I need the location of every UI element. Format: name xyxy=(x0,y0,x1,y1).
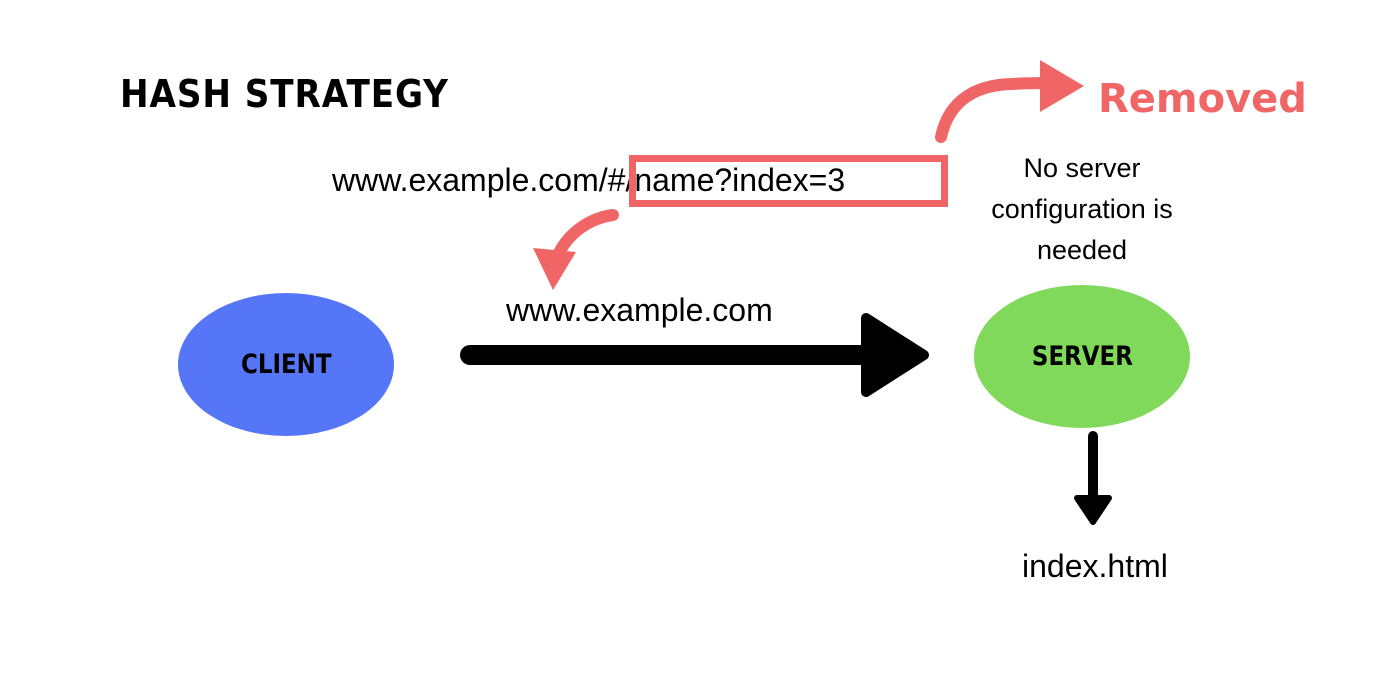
index-file-label: index.html xyxy=(1022,548,1168,584)
full-url-text: www.example.com/#/name?index=3 xyxy=(332,162,846,198)
hash-fragment-highlight-box xyxy=(629,155,948,207)
base-url-text: www.example.com xyxy=(506,292,773,328)
server-node: SERVER xyxy=(974,285,1190,428)
response-arrow xyxy=(1074,431,1112,525)
server-note-line: No server xyxy=(1023,153,1141,183)
base-url-curved-arrow xyxy=(533,209,619,290)
client-label: CLIENT xyxy=(240,349,332,380)
server-label: SERVER xyxy=(1031,341,1133,372)
server-note-line: needed xyxy=(1036,235,1128,265)
request-arrow xyxy=(460,313,929,397)
server-note: No server configuration is needed xyxy=(960,148,1204,271)
server-note-line: configuration is xyxy=(991,194,1173,224)
removed-label: Removed xyxy=(1098,76,1307,122)
diagram-title: HASH STRATEGY xyxy=(120,72,449,116)
client-node: CLIENT xyxy=(178,293,394,436)
removed-curved-arrow xyxy=(935,60,1084,143)
